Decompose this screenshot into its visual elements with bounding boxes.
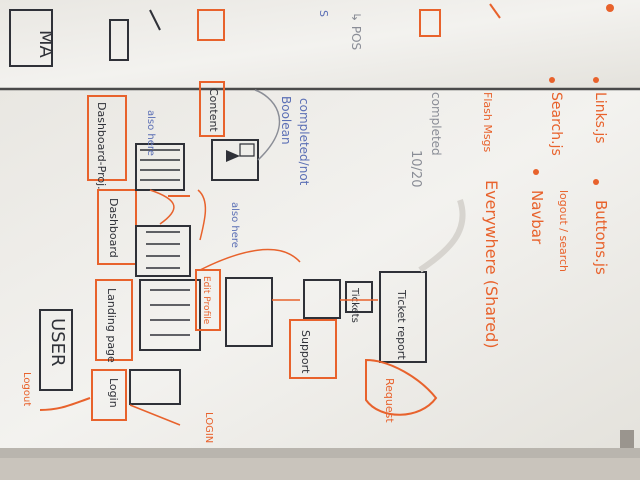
loop-arrow	[199, 248, 301, 271]
top-strip: MA S ↳ POS	[9, 3, 614, 67]
completed-not-label: completed/not	[297, 98, 311, 186]
grey-arrow	[254, 89, 281, 161]
dashboard-cluster: Dashboard Dashboard-Proj. also here	[87, 95, 207, 277]
content-wireframe	[211, 139, 259, 181]
ticket-report-wireframe	[379, 271, 427, 363]
play-icon	[226, 150, 240, 162]
dash-loop	[197, 189, 207, 241]
dashboard-proj-wireframe	[135, 143, 185, 191]
left-flow: Logout Login USER Landing page LOGIN	[21, 279, 214, 443]
floor-edge	[0, 458, 640, 480]
ma-label: MA	[35, 30, 56, 59]
notes-box	[239, 143, 255, 157]
orange-dot	[606, 4, 614, 12]
login-connector	[129, 404, 181, 426]
everywhere-label: Everywhere (Shared)	[482, 180, 501, 349]
tick-mark	[149, 9, 161, 31]
ten-of-twenty: 10/20	[408, 150, 423, 187]
landing-box	[95, 279, 133, 361]
dashboard-wireframe	[135, 225, 191, 277]
dashboard-proj-label: Dashboard-Proj.	[95, 102, 108, 190]
logout-search-label: logout / search	[557, 190, 570, 272]
profile-wireframe	[225, 277, 273, 347]
login-wireframe	[129, 369, 181, 405]
content-box	[199, 81, 225, 137]
links-js-label: Links.js	[592, 92, 608, 144]
edit-profile-label: Edit Profile	[201, 276, 211, 325]
support-box	[289, 319, 337, 379]
upper-board	[0, 0, 640, 90]
content-label: Content	[207, 88, 220, 132]
dash-arrow	[149, 189, 175, 225]
landing-wireframe	[139, 279, 201, 351]
request-label: Request	[383, 378, 396, 423]
main-board	[0, 88, 640, 450]
completed-label: completed	[429, 92, 443, 156]
landing-page-label: Landing page	[105, 288, 118, 363]
ticket-report-label: Ticket report	[395, 289, 408, 360]
bullet-3	[549, 77, 555, 83]
small-rect	[109, 19, 129, 61]
also-here-1: also here	[145, 110, 156, 156]
pos-label: ↳ POS	[349, 12, 363, 50]
bullet-4	[593, 77, 599, 83]
bullet-1	[533, 169, 539, 175]
login-box	[91, 369, 127, 421]
boolean-label: Boolean	[279, 96, 293, 145]
marker-tray	[0, 448, 640, 460]
bullet-2	[593, 179, 599, 185]
login-small-label: Login	[107, 378, 120, 408]
also-here-2: also here	[229, 202, 240, 248]
support-cluster: Edit Profile Support Tickets Ticket repo…	[195, 248, 438, 423]
user-label: USER	[47, 318, 68, 366]
tickets-box	[345, 281, 373, 313]
completion-notes: Boolean completed/not 10/20 completed Fl…	[279, 92, 494, 187]
orange-stroke	[489, 3, 501, 19]
login-upper-label: LOGIN	[203, 412, 214, 443]
landing-wire-lines	[150, 289, 190, 336]
dashboard-wire-lines	[146, 231, 180, 269]
dashboard-label: Dashboard	[107, 198, 120, 258]
proj-wire-lines	[140, 149, 180, 181]
edit-profile-box	[195, 269, 221, 331]
eraser-smudge	[418, 199, 466, 273]
orange-box-top	[197, 9, 225, 41]
orange-box-top-right	[419, 9, 441, 37]
s-letter: S	[317, 10, 330, 17]
tray-clip	[620, 430, 634, 448]
tickets-label: Tickets	[349, 287, 360, 323]
support-label: Support	[299, 330, 312, 374]
buttons-js-label: Buttons.js	[592, 200, 610, 275]
navbar-label: Navbar	[528, 190, 546, 245]
ma-box	[9, 9, 53, 67]
support-wireframe	[303, 279, 341, 319]
logout-arrow	[39, 397, 91, 411]
flash-msgs-label: Flash Msgs	[481, 92, 494, 153]
content-cluster: Content also here	[199, 81, 259, 248]
shared-section: Everywhere (Shared) Navbar logout / sear…	[482, 77, 610, 349]
user-box	[39, 309, 73, 391]
search-js-label: Search.js	[548, 92, 564, 156]
dashboard-proj-box	[87, 95, 127, 181]
logout-label: Logout	[21, 372, 32, 406]
request-box	[365, 358, 438, 416]
